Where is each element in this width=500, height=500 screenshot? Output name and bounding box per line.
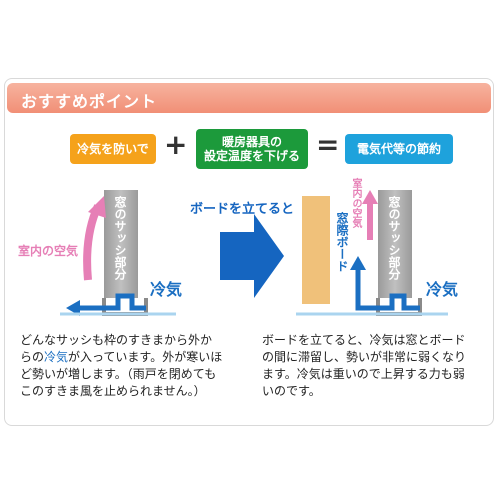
badge-lower-temperature: 暖房器具の 設定温度を下げる — [196, 129, 308, 169]
cold-air-arrow-right — [355, 266, 420, 311]
window-sash-label: 窓のサッシ部分 — [113, 196, 127, 280]
room-air-arrowhead — [88, 196, 106, 218]
right-text-line: の間に滞留し、勢いが非常に弱くなり — [262, 350, 467, 364]
badge-block-cold-air: 冷気を防いで — [70, 134, 156, 164]
cold-air-arrowhead-right — [350, 256, 366, 270]
equals-sign: = — [316, 128, 340, 161]
window-sash-label-right: 窓のサッシ部分 — [387, 196, 401, 280]
window-sash — [104, 190, 138, 298]
section-title: おすすめポイント — [21, 92, 158, 111]
window-board — [302, 196, 330, 304]
room-air-label: 室内の空気 — [18, 244, 79, 258]
plus-sign: + — [164, 128, 188, 161]
section-header: おすすめポイント — [7, 83, 491, 113]
right-text-line: ボードを立てると、冷気は窓とボード — [262, 333, 466, 347]
board-label: 窓際ボード — [335, 212, 349, 272]
big-right-arrow — [220, 214, 284, 298]
left-text-line: どんなサッシも枠のすきまから外か — [20, 333, 213, 347]
cold-air-label: 冷気 — [150, 280, 183, 299]
room-air-arrowhead-right — [362, 190, 378, 204]
cold-air-label-right: 冷気 — [426, 280, 459, 299]
room-air-label-right: 室内の空気 — [350, 178, 361, 228]
left-text-line: このすきま風を止められません。） — [20, 384, 206, 398]
cold-air-highlight: 冷気 — [44, 350, 69, 364]
left-text-fragment: が入っています。外が寒いほ — [68, 350, 223, 364]
board-caption: ボードを立てると — [190, 202, 295, 217]
left-text-fragment: らの — [20, 350, 45, 364]
left-description: どんなサッシも枠のすきまから外か らの冷気が入っています。外が寒いほ ど勢いが増… — [20, 332, 248, 400]
cold-air-arrowhead — [66, 300, 80, 316]
right-description: ボードを立てると、冷気は窓とボード の間に滞留し、勢いが非常に弱くなり ます。冷… — [262, 332, 490, 400]
cold-air-arrow — [80, 293, 146, 311]
right-text-line: ます。冷気は重いので上昇する力も弱 — [262, 367, 465, 381]
window-sash-right — [378, 190, 412, 298]
badge-save-electricity: 電気代等の節約 — [345, 134, 453, 164]
left-text-line: ど勢いが増します。（雨戸を閉めても — [20, 367, 217, 381]
right-text-line: いのです。 — [262, 384, 321, 398]
